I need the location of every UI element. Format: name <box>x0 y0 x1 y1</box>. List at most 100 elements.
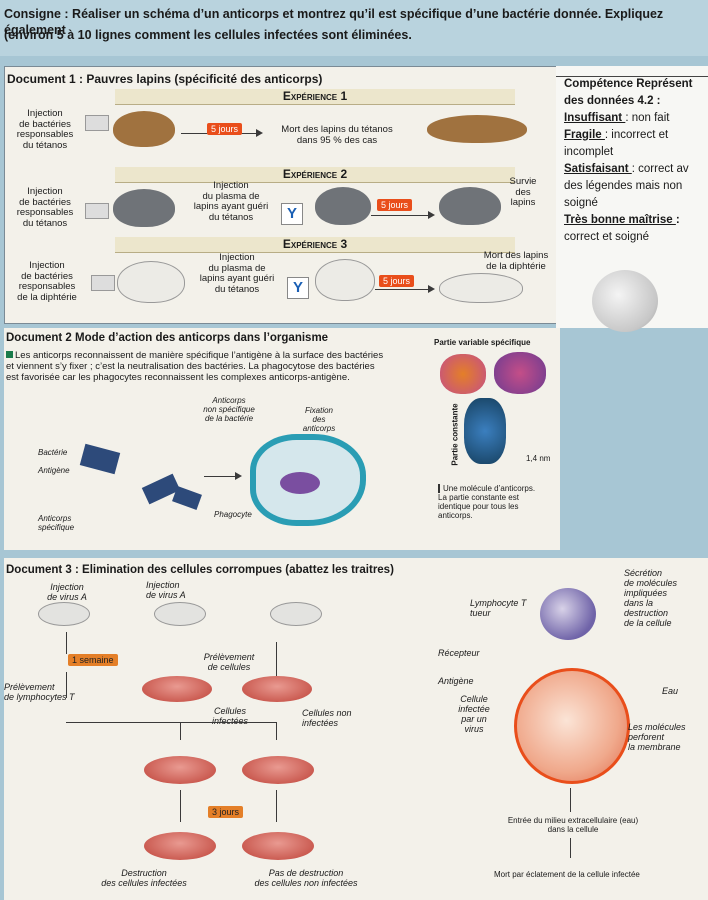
label-partie-variable: Partie variable spécifique <box>434 338 531 347</box>
antibody-icon: Y <box>287 277 309 299</box>
arrow-icon <box>371 211 435 219</box>
label-partie-constante: Partie constante <box>450 403 460 466</box>
level-tbm-cont: correct et soigné <box>564 231 650 243</box>
petri-dish <box>142 676 212 702</box>
connector-line <box>570 838 571 858</box>
entree-label: Entrée du milieu extracellulaire (eau)da… <box>507 816 639 834</box>
constant-region <box>464 398 506 464</box>
connector-line <box>66 722 276 723</box>
doc2-title: Document 2 Mode d’action des anticorps d… <box>6 332 329 344</box>
document-2: Document 2 Mode d’action des anticorps d… <box>4 328 560 550</box>
syringe-icon <box>85 115 109 131</box>
connector-line <box>276 642 277 676</box>
mouse-icon <box>270 602 322 626</box>
connector-line <box>180 790 181 822</box>
lymphocyte-cell <box>540 588 596 640</box>
doc3-title: Document 3 : Elimination des cellules co… <box>6 564 394 576</box>
connector-line <box>66 672 67 698</box>
jours-badge: 3 jours <box>208 806 244 818</box>
mort-label: Mort par éclatement de la cellule infect… <box>494 870 640 879</box>
brown-rabbit-icon <box>113 111 175 147</box>
instruction-line-2: (environ 5 à 10 lignes comment les cellu… <box>4 28 412 42</box>
arrow-icon <box>375 285 435 293</box>
document-1: Document 1 : Pauvres lapins (spécificité… <box>4 66 558 324</box>
syringe-icon <box>85 203 109 219</box>
label-antigene: Antigène <box>38 466 70 475</box>
label-bacterie: Bactérie <box>38 448 68 457</box>
antibody-icon: Y <box>281 203 303 225</box>
bullet-icon <box>6 351 13 358</box>
variable-region-right <box>494 352 546 394</box>
variable-region-left <box>440 354 486 394</box>
connector-line <box>570 788 571 812</box>
level-tbm: Très bonne maîtrise : <box>564 214 680 226</box>
exp1-title: Expérience 1 <box>115 89 515 105</box>
molecule-caption: Une molécule d’anticorps. La partie cons… <box>438 484 558 520</box>
instruction-line-1: Consigne : Réaliser un schéma d’un antic… <box>4 7 664 37</box>
exp2-title: Expérience 2 <box>115 167 515 183</box>
seal-icon <box>592 270 658 332</box>
petri-dish <box>242 756 314 784</box>
exp3-delay-badge: 5 jours <box>379 275 415 287</box>
level-satisfaisant: Satisfaisant : correct av <box>564 163 689 175</box>
level-fragile-cont: incomplet <box>564 146 614 158</box>
grey-rabbit-icon <box>439 187 501 225</box>
level-insuffisant: Insuffisant : non fait <box>564 112 670 124</box>
syringe-icon <box>91 275 115 291</box>
competence-title: Compétence Représent <box>564 78 693 90</box>
eau-label: Eau <box>662 686 679 696</box>
level-fragile: Fragile : incorrect et <box>564 129 669 141</box>
dead-rabbit-icon <box>439 273 523 303</box>
connector-line <box>180 722 181 740</box>
petri-dish <box>144 756 216 784</box>
connector-line <box>276 790 277 822</box>
petri-dish <box>242 832 314 860</box>
competence-panel: Compétence Représent des données 4.2 : I… <box>556 66 708 332</box>
recepteur-label: Récepteur <box>438 648 480 658</box>
grey-rabbit-icon <box>315 187 371 225</box>
bacterium-shape <box>172 486 202 510</box>
label-phagocyte: Phagocyte <box>214 510 252 519</box>
label-size: 1,4 nm <box>526 454 551 463</box>
antigene-label: Antigène <box>438 676 474 686</box>
infected-cell <box>514 668 630 784</box>
exp3-title: Expérience 3 <box>115 237 515 253</box>
doc1-title: Document 1 : Pauvres lapins (spécificité… <box>7 72 323 86</box>
arrow-icon <box>204 472 242 480</box>
mouse-icon <box>154 602 206 626</box>
semaine-badge: 1 semaine <box>68 654 118 666</box>
exp1-delay-badge: 5 jours <box>207 123 243 135</box>
grey-rabbit-icon <box>113 189 175 227</box>
petri-dish <box>242 676 312 702</box>
bacterium-shape <box>79 443 121 475</box>
competence-subtitle: des données 4.2 : <box>564 95 661 107</box>
exp2-delay-badge: 5 jours <box>377 199 413 211</box>
connector-line <box>276 722 277 740</box>
petri-dish <box>144 832 216 860</box>
doc2-text: Les anticorps reconnaissent de manière s… <box>6 350 384 383</box>
divider <box>556 66 708 77</box>
white-rabbit-icon <box>315 259 375 301</box>
instruction-banner: Consigne : Réaliser un schéma d’un antic… <box>0 0 708 56</box>
